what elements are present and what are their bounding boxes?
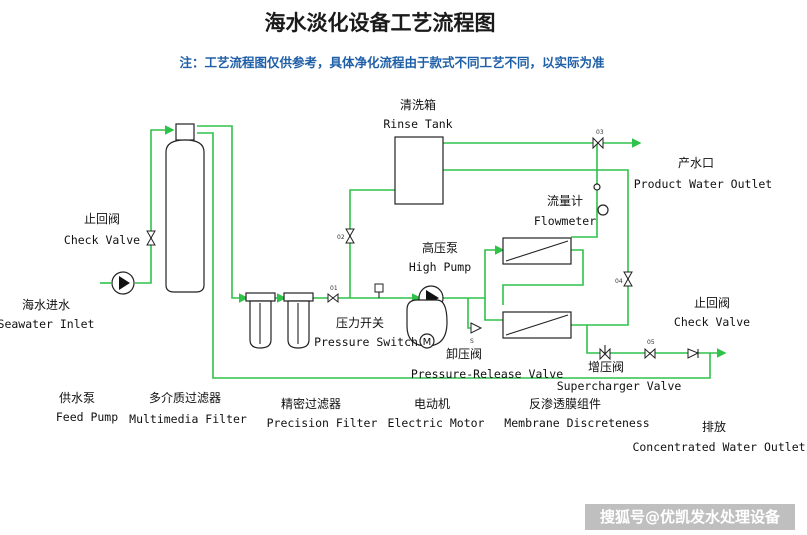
multimedia-label-zh: 多介质过滤器 [149,391,221,405]
pipe-multimedia-to-precision [197,125,249,303]
check-valve-left-label-zh: 止回阀 [84,212,120,226]
supercharger-valve[interactable] [599,345,611,361]
inlet-valve[interactable]: 01 [327,285,339,304]
precision-label-zh: 精密过滤器 [281,396,341,411]
pressure-switch-label-en: Pressure Switch [314,335,418,349]
pump-triangle-icon [119,276,130,290]
valve-icon [146,230,156,246]
pipe-membrane-series [502,249,584,305]
valve-icon [592,136,604,150]
pipe-concentrate-return [197,132,711,379]
multimedia-filter[interactable] [165,123,205,293]
valve-tag: 04 [615,278,623,285]
check-valve-right-label-zh: 止回阀 [694,296,730,310]
rinse-tank-label-zh: 清洗箱 [400,97,436,112]
valve-icon [327,292,339,304]
pressure-switch-label-zh: 压力开关 [336,316,384,330]
watermark-backdrop [585,504,795,530]
membrane-upper[interactable] [502,237,572,265]
valve-tag: 01 [330,285,338,292]
supercharger-label-zh: 增压阀 [588,360,624,374]
valve-icon [623,271,633,287]
valve-tag: 03 [596,129,604,136]
valve-tag: 05 [647,339,655,346]
pipe-rinse-drop [349,189,395,298]
product-outlet-label-en: Product Water Outlet [634,177,772,191]
concentrate-valve[interactable]: 05 [644,339,656,360]
valve-icon [345,228,355,244]
pipe-concentrate-outlet [571,324,727,358]
feed-pump-label-zh: 供水泵 [59,391,95,405]
feed-pump-label-en: Feed Pump [56,410,118,424]
valve-tag: S [470,338,474,345]
concentrated-label-en: Concentrated Water Outlet [632,440,805,454]
high-pump-label-en: High Pump [409,260,471,274]
pipe-product-up [571,143,598,238]
check-valve-right-label-en: Check Valve [674,315,750,329]
valve-tag: 02 [337,234,345,241]
pipe-pump-to-membrane-top [443,245,505,299]
check-valve-left-label-en: Check Valve [64,233,140,247]
valve-icon [687,348,700,359]
concentrated-label-zh: 排放 [702,419,726,434]
rinse-tank[interactable] [394,136,444,205]
pressure-release-valve[interactable]: S [470,322,483,345]
diagram-note: 注：工艺流程图仅供参考，具体净化流程由于款式不同工艺不同，以实际为准 [179,55,605,70]
flowmeter-label-zh: 流量计 [547,194,583,208]
precision-label-en: Precision Filter [267,416,378,430]
pipe-rinse-return [443,169,629,326]
pipe-pressure-release [467,298,480,329]
rinse-valve[interactable]: 02 [337,228,355,244]
flowmeter-label-en: Flowmeter [534,214,596,228]
precision-filter-1[interactable] [245,292,276,349]
seawater-inlet-label-zh: 海水进水 [22,297,70,312]
pipe-pump-to-membrane-bottom [484,298,503,321]
motor-letter: M [423,337,432,348]
watermark: 搜狐号@优凯发水处理设备 [600,508,781,526]
pressure-release-label-zh: 卸压阀 [446,346,482,361]
feed-pump[interactable] [111,271,135,295]
product-outlet-label-zh: 产水口 [678,156,714,170]
precision-filter-2[interactable] [283,292,314,349]
flowmeter[interactable] [593,183,609,216]
valve-icon [470,322,483,334]
rinse-tank-label-en: Rinse Tank [383,117,452,131]
pressure-release-label-en: Pressure-Release Valve [411,367,563,381]
membrane-label-zh: 反渗透膜组件 [529,396,601,411]
membrane-label-en: Membrane Discreteness [504,416,649,430]
high-pump-label-zh: 高压泵 [422,240,458,255]
pressure-switch[interactable] [374,283,384,298]
membrane-lower[interactable] [502,311,572,339]
product-valve[interactable]: 03 [592,129,604,150]
check-valve-right[interactable] [687,348,700,359]
seawater-inlet-label-en: Seawater Inlet [0,317,94,331]
rinse-return-valve[interactable]: 04 [615,271,633,287]
motor-label-en: Electric Motor [388,416,485,430]
electric-motor[interactable]: M [406,299,448,349]
multimedia-label-en: Multimedia Filter [129,412,247,426]
check-valve-left[interactable] [146,230,156,246]
pipe-feed-to-multimedia [135,125,175,284]
valve-icon [644,347,656,360]
motor-label-zh: 电动机 [414,397,450,411]
diagram-title: 海水淡化设备工艺流程图 [265,11,496,35]
supercharger-label-en: Supercharger Valve [557,379,682,393]
